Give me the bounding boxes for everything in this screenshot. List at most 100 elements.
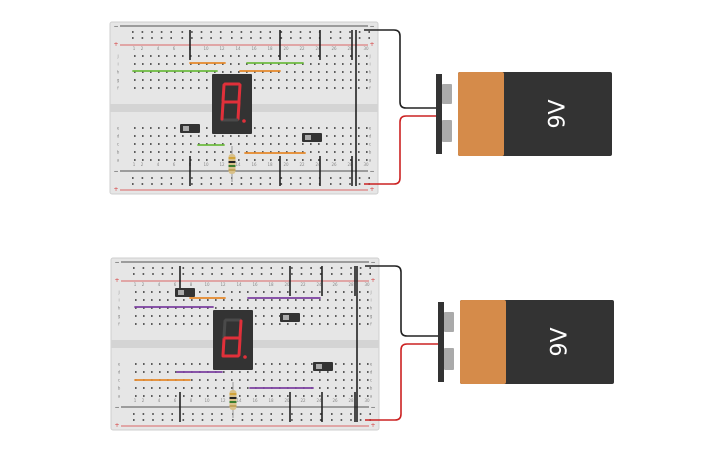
breadboard-hole[interactable] — [335, 315, 337, 317]
breadboard-hole[interactable] — [142, 71, 144, 73]
breadboard-hole[interactable] — [350, 87, 352, 89]
rail-hole[interactable] — [358, 31, 361, 33]
rail-hole[interactable] — [220, 413, 223, 415]
breadboard-hole[interactable] — [263, 371, 265, 373]
rail-hole[interactable] — [290, 177, 292, 179]
breadboard-hole[interactable] — [143, 291, 145, 293]
rail-hole[interactable] — [309, 31, 311, 33]
breadboard-hole[interactable] — [254, 71, 256, 73]
rail-hole[interactable] — [171, 273, 173, 275]
breadboard-hole[interactable] — [278, 127, 280, 129]
breadboard-hole[interactable] — [207, 307, 209, 309]
breadboard-hole[interactable] — [223, 291, 225, 293]
breadboard-hole[interactable] — [359, 363, 361, 365]
breadboard-hole[interactable] — [358, 87, 360, 89]
breadboard-hole[interactable] — [295, 363, 297, 365]
breadboard-hole[interactable] — [159, 291, 161, 293]
breadboard-hole[interactable] — [247, 307, 249, 309]
breadboard-hole[interactable] — [343, 307, 345, 309]
breadboard-hole[interactable] — [271, 299, 273, 301]
breadboard-hole[interactable] — [198, 87, 200, 89]
circuit-1[interactable]: 1246810121416182022242628301246810121416… — [109, 21, 612, 195]
breadboard-hole[interactable] — [342, 159, 344, 161]
breadboard-hole[interactable] — [302, 79, 304, 81]
slide-switch[interactable] — [280, 313, 300, 322]
breadboard-hole[interactable] — [206, 71, 208, 73]
breadboard-hole[interactable] — [335, 395, 337, 397]
breadboard-hole[interactable] — [182, 151, 184, 153]
rail-hole[interactable] — [358, 183, 361, 185]
breadboard-hole[interactable] — [254, 87, 256, 89]
breadboard-hole[interactable] — [183, 307, 185, 309]
breadboard-hole[interactable] — [318, 159, 320, 161]
rail-hole[interactable] — [339, 31, 342, 33]
breadboard-hole[interactable] — [134, 63, 136, 65]
breadboard-hole[interactable] — [270, 135, 272, 137]
breadboard-hole[interactable] — [270, 143, 272, 145]
breadboard-hole[interactable] — [254, 151, 256, 153]
breadboard-hole[interactable] — [223, 387, 225, 389]
rail-hole[interactable] — [280, 177, 283, 179]
breadboard-hole[interactable] — [174, 151, 176, 153]
rail-hole[interactable] — [200, 183, 203, 185]
breadboard-hole[interactable] — [270, 63, 272, 65]
rail-hole[interactable] — [211, 273, 213, 275]
rail-hole[interactable] — [299, 177, 302, 179]
breadboard-hole[interactable] — [279, 379, 281, 381]
rail-hole[interactable] — [339, 183, 342, 185]
rail-hole[interactable] — [151, 31, 153, 33]
breadboard-hole[interactable] — [286, 71, 288, 73]
breadboard-hole[interactable] — [262, 55, 264, 57]
breadboard-hole[interactable] — [367, 371, 369, 373]
breadboard-hole[interactable] — [206, 159, 208, 161]
breadboard-hole[interactable] — [270, 71, 272, 73]
breadboard-hole[interactable] — [255, 291, 257, 293]
breadboard-hole[interactable] — [150, 79, 152, 81]
breadboard-hole[interactable] — [358, 55, 360, 57]
breadboard-hole[interactable] — [231, 291, 233, 293]
rail-hole[interactable] — [319, 419, 322, 421]
breadboard-hole[interactable] — [303, 395, 305, 397]
slide-switch[interactable] — [313, 362, 333, 371]
breadboard-hole[interactable] — [318, 127, 320, 129]
breadboard-hole[interactable] — [303, 307, 305, 309]
rail-hole[interactable] — [299, 31, 302, 33]
rail-hole[interactable] — [201, 419, 204, 421]
breadboard-hole[interactable] — [135, 323, 137, 325]
breadboard-hole[interactable] — [158, 79, 160, 81]
rail-hole[interactable] — [319, 273, 322, 275]
breadboard-hole[interactable] — [175, 363, 177, 365]
rail-hole[interactable] — [133, 413, 135, 415]
breadboard-hole[interactable] — [135, 387, 137, 389]
breadboard-hole[interactable] — [271, 307, 273, 309]
breadboard-hole[interactable] — [319, 371, 321, 373]
breadboard-hole[interactable] — [166, 55, 168, 57]
breadboard-hole[interactable] — [318, 63, 320, 65]
breadboard-hole[interactable] — [206, 63, 208, 65]
wire-power-to-battery[interactable] — [365, 343, 438, 421]
breadboard-hole[interactable] — [166, 71, 168, 73]
breadboard-hole[interactable] — [214, 159, 216, 161]
breadboard-hole[interactable] — [199, 323, 201, 325]
breadboard-hole[interactable] — [230, 151, 232, 153]
breadboard-hole[interactable] — [158, 71, 160, 73]
rail-hole[interactable] — [300, 413, 303, 415]
seven-segment-display[interactable] — [212, 74, 252, 134]
rail-hole[interactable] — [309, 183, 311, 185]
breadboard-hole[interactable] — [255, 371, 257, 373]
breadboard-hole[interactable] — [159, 323, 161, 325]
breadboard-hole[interactable] — [175, 387, 177, 389]
rail-hole[interactable] — [330, 31, 332, 33]
breadboard-hole[interactable] — [343, 323, 345, 325]
breadboard-hole[interactable] — [359, 307, 361, 309]
breadboard-hole[interactable] — [358, 151, 360, 153]
breadboard-hole[interactable] — [342, 143, 344, 145]
breadboard-hole[interactable] — [239, 291, 241, 293]
breadboard-hole[interactable] — [191, 395, 193, 397]
rail-hole[interactable] — [369, 413, 371, 415]
rail-hole[interactable] — [330, 177, 332, 179]
rail-hole[interactable] — [290, 183, 292, 185]
rail-hole[interactable] — [210, 177, 212, 179]
breadboard-hole[interactable] — [214, 71, 216, 73]
breadboard-hole[interactable] — [190, 71, 192, 73]
